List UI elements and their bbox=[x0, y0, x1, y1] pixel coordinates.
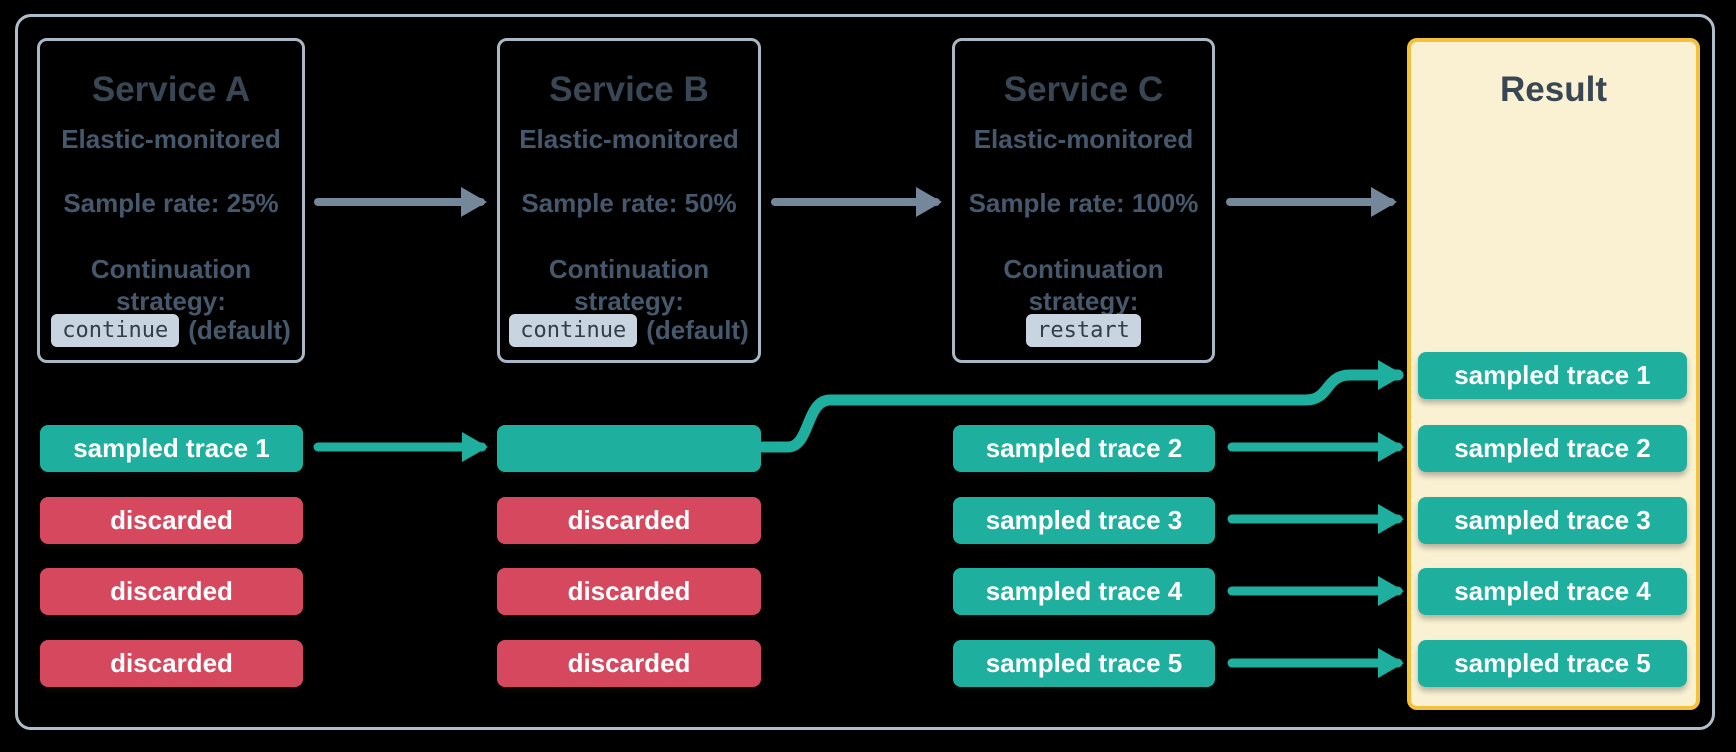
service-c-strategy-row: restart bbox=[952, 314, 1215, 347]
service-c-strategy-label: Continuation strategy: bbox=[1003, 254, 1164, 316]
service-c-sampled-trace-5-bar: sampled trace 5 bbox=[953, 640, 1215, 687]
service-c-title: Service C bbox=[1003, 70, 1164, 109]
service-a-sampled-trace-bar: sampled trace 1 bbox=[40, 425, 303, 472]
result-sampled-trace-2-bar: sampled trace 2 bbox=[1418, 425, 1687, 472]
service-c-strategy-badge: restart bbox=[1026, 314, 1141, 347]
service-b-discarded-bar-1: discarded bbox=[497, 497, 761, 544]
service-c-sampled-trace-4-bar: sampled trace 4 bbox=[953, 568, 1215, 615]
service-a-box bbox=[37, 38, 305, 363]
service-c-sample-rate: Sample rate: 100% bbox=[968, 188, 1199, 218]
service-a-strategy-row: continue (default) bbox=[37, 314, 305, 347]
service-b-title: Service B bbox=[549, 70, 709, 109]
service-a-strategy-note: (default) bbox=[188, 315, 291, 345]
service-a-title: Service A bbox=[91, 70, 251, 109]
service-b-box bbox=[497, 38, 761, 363]
service-b-discarded-bar-3: discarded bbox=[497, 640, 761, 687]
service-b-monitoring-label: Elastic-monitored bbox=[519, 124, 739, 154]
service-b-strategy-label: Continuation strategy: bbox=[548, 254, 710, 316]
service-c-sampled-trace-3-bar: sampled trace 3 bbox=[953, 497, 1215, 544]
service-a-discarded-bar-2: discarded bbox=[40, 568, 303, 615]
service-b-strategy-note: (default) bbox=[646, 315, 749, 345]
result-sampled-trace-3-bar: sampled trace 3 bbox=[1418, 497, 1687, 544]
diagram-frame bbox=[15, 14, 1715, 730]
service-b-discarded-bar-2: discarded bbox=[497, 568, 761, 615]
result-sampled-trace-1-bar: sampled trace 1 bbox=[1418, 352, 1687, 399]
service-a-strategy-label: Continuation strategy: bbox=[90, 254, 252, 316]
service-c-box bbox=[952, 38, 1215, 363]
service-a-sample-rate: Sample rate: 25% bbox=[63, 188, 279, 218]
result-sampled-trace-5-bar: sampled trace 5 bbox=[1418, 640, 1687, 687]
service-c-sampled-trace-2-bar: sampled trace 2 bbox=[953, 425, 1215, 472]
service-b-strategy-badge: continue bbox=[509, 314, 638, 347]
service-c-monitoring-label: Elastic-monitored bbox=[973, 124, 1194, 154]
result-title: Result bbox=[1500, 70, 1607, 109]
service-b-sampled-trace-bar bbox=[497, 425, 761, 472]
service-a-discarded-bar-3: discarded bbox=[40, 640, 303, 687]
service-a-discarded-bar-1: discarded bbox=[40, 497, 303, 544]
result-sampled-trace-4-bar: sampled trace 4 bbox=[1418, 568, 1687, 615]
service-a-monitoring-label: Elastic-monitored bbox=[61, 124, 281, 154]
service-b-sample-rate: Sample rate: 50% bbox=[521, 188, 737, 218]
service-a-strategy-badge: continue bbox=[51, 314, 180, 347]
service-b-strategy-row: continue (default) bbox=[497, 314, 761, 347]
